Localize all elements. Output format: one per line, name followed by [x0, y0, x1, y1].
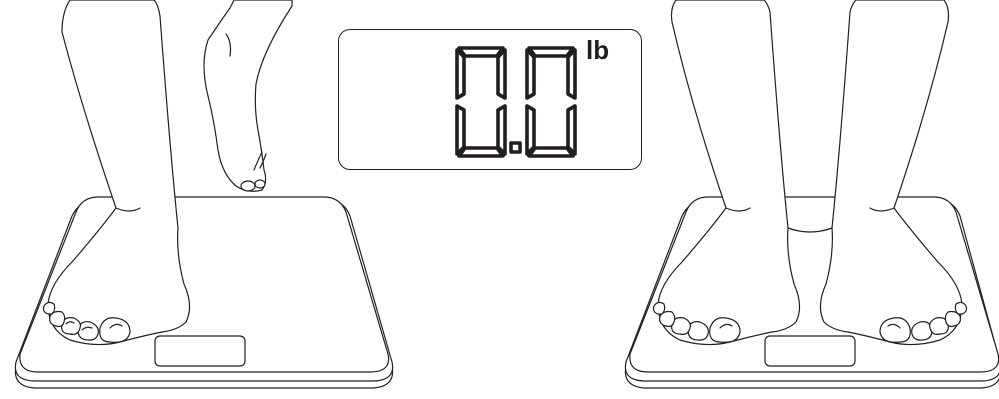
- scale-usage-illustration: lb: [0, 0, 999, 399]
- right-scale-both-feet-icon: [0, 0, 999, 399]
